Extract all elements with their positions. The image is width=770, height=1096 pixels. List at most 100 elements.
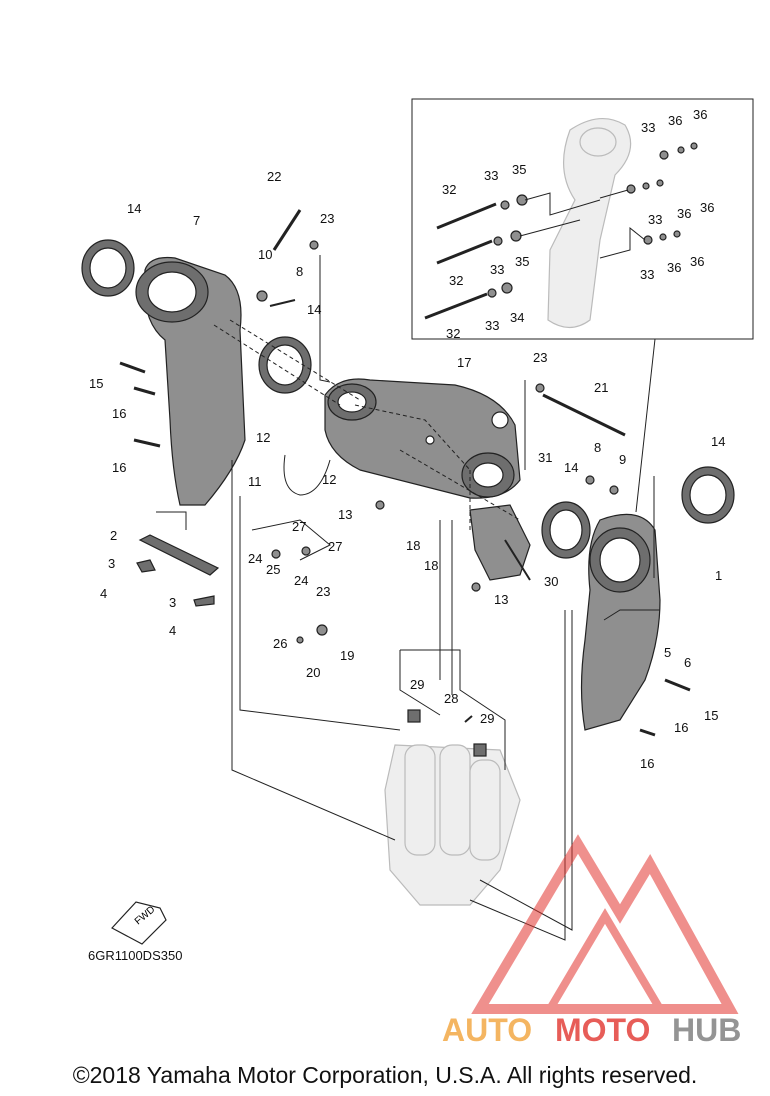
callout-33f: 33 — [640, 267, 654, 282]
callout-9: 9 — [619, 452, 626, 467]
clip-3-upper — [136, 559, 156, 573]
callout-24a: 24 — [248, 551, 262, 566]
inset-pointer-line — [635, 338, 656, 513]
clamp-bracket-left — [135, 256, 246, 506]
dashed-guide-lines — [213, 319, 521, 530]
callout-36d: 36 — [700, 200, 714, 215]
callout-5: 5 — [664, 645, 671, 660]
callout-14c: 14 — [564, 460, 578, 475]
forward-arrow-icon: FWD — [111, 901, 167, 945]
callout-13b: 13 — [494, 592, 508, 607]
callout-24b: 24 — [294, 573, 308, 588]
callout-32a: 32 — [442, 182, 456, 197]
callout-8a: 8 — [296, 264, 303, 279]
callout-29a: 29 — [410, 677, 424, 692]
callout-15a: 15 — [89, 376, 103, 391]
inset-detail-box — [411, 98, 754, 340]
solid-guide-lines — [156, 255, 660, 941]
callout-6: 6 — [684, 655, 691, 670]
callout-16c: 16 — [674, 720, 688, 735]
callout-20: 20 — [306, 665, 320, 680]
callout-3a: 3 — [108, 556, 115, 571]
callout-23c: 23 — [316, 584, 330, 599]
callout-labels: 1 2 3 3 4 4 5 6 7 8 8 9 10 11 12 12 13 1… — [89, 107, 725, 771]
callout-13a: 13 — [338, 507, 352, 522]
callout-36a: 36 — [668, 113, 682, 128]
inset-bolt-32-upper — [436, 202, 497, 230]
callout-23b: 23 — [533, 350, 547, 365]
callout-27a: 27 — [292, 519, 306, 534]
automotohub-watermark-logo: AUTO MOTO HUB — [442, 834, 741, 1048]
inset-washers — [487, 142, 698, 298]
callout-7: 7 — [193, 213, 200, 228]
callout-33c: 33 — [485, 318, 499, 333]
callout-34: 34 — [510, 310, 524, 325]
tilt-trim-unit-ghost — [384, 744, 521, 906]
watermark-triangle-icon — [471, 834, 739, 1014]
anode-plate-2 — [138, 534, 220, 576]
callout-18b: 18 — [424, 558, 438, 573]
callout-33a: 33 — [484, 168, 498, 183]
callout-8b: 8 — [594, 440, 601, 455]
seal-ring-14-center — [258, 336, 312, 394]
watermark-text-auto: AUTO — [442, 1012, 532, 1048]
callout-15b: 15 — [704, 708, 718, 723]
callout-29b: 29 — [480, 711, 494, 726]
callout-25: 25 — [266, 562, 280, 577]
callout-16b: 16 — [112, 460, 126, 475]
callout-14b: 14 — [307, 302, 321, 317]
callout-23a: 23 — [320, 211, 334, 226]
clip-3-lower — [193, 595, 215, 607]
callout-14a: 14 — [127, 201, 141, 216]
callout-16d: 16 — [640, 756, 654, 771]
clamp-bracket-right — [580, 513, 661, 731]
callout-36b: 36 — [693, 107, 707, 122]
callout-31: 31 — [538, 450, 552, 465]
swivel-bracket-lower-arm — [469, 504, 531, 581]
callout-11: 11 — [248, 474, 262, 489]
callout-22: 22 — [267, 169, 281, 184]
callout-32b: 32 — [449, 273, 463, 288]
callout-18a: 18 — [406, 538, 420, 553]
callout-17: 17 — [457, 355, 471, 370]
seal-ring-14-right — [541, 501, 591, 559]
callout-10: 10 — [258, 247, 272, 262]
seal-ring-14-left — [81, 239, 135, 297]
inset-bracket-ghost-hole — [579, 127, 617, 157]
callout-1: 1 — [715, 568, 722, 583]
callout-36e: 36 — [667, 260, 681, 275]
hardware-bits — [119, 209, 691, 757]
callout-3b: 3 — [169, 595, 176, 610]
callout-36f: 36 — [690, 254, 704, 269]
inset-bolt-32-lower — [424, 292, 488, 320]
callout-2: 2 — [110, 528, 117, 543]
callout-28: 28 — [444, 691, 458, 706]
callout-19: 19 — [340, 648, 354, 663]
callout-26: 26 — [273, 636, 287, 651]
callout-33d: 33 — [641, 120, 655, 135]
callout-21: 21 — [594, 380, 608, 395]
callout-16a: 16 — [112, 406, 126, 421]
watermark-text-moto: MOTO — [555, 1012, 650, 1048]
swivel-bracket — [324, 378, 521, 499]
copyright-notice: ©2018 Yamaha Motor Corporation, U.S.A. A… — [72, 1062, 698, 1088]
callout-4a: 4 — [100, 586, 107, 601]
callout-33b: 33 — [490, 262, 504, 277]
seal-ring-14-far-right — [681, 466, 735, 524]
callout-32c: 32 — [446, 326, 460, 341]
inset-leader-lines — [519, 189, 646, 259]
callout-12a: 12 — [256, 430, 270, 445]
callout-33e: 33 — [648, 212, 662, 227]
inset-bolt-32-middle — [436, 239, 493, 265]
callout-27b: 27 — [328, 539, 342, 554]
callout-35a: 35 — [512, 162, 526, 177]
callout-12b: 12 — [322, 472, 336, 487]
callout-30: 30 — [544, 574, 558, 589]
diagram-code: 6GR1100DS350 — [88, 948, 183, 963]
callout-14d: 14 — [711, 434, 725, 449]
inset-bracket-ghost — [547, 118, 632, 329]
ground-wire-11 — [283, 454, 331, 496]
watermark-text-hub: HUB — [672, 1012, 741, 1048]
callout-35b: 35 — [515, 254, 529, 269]
